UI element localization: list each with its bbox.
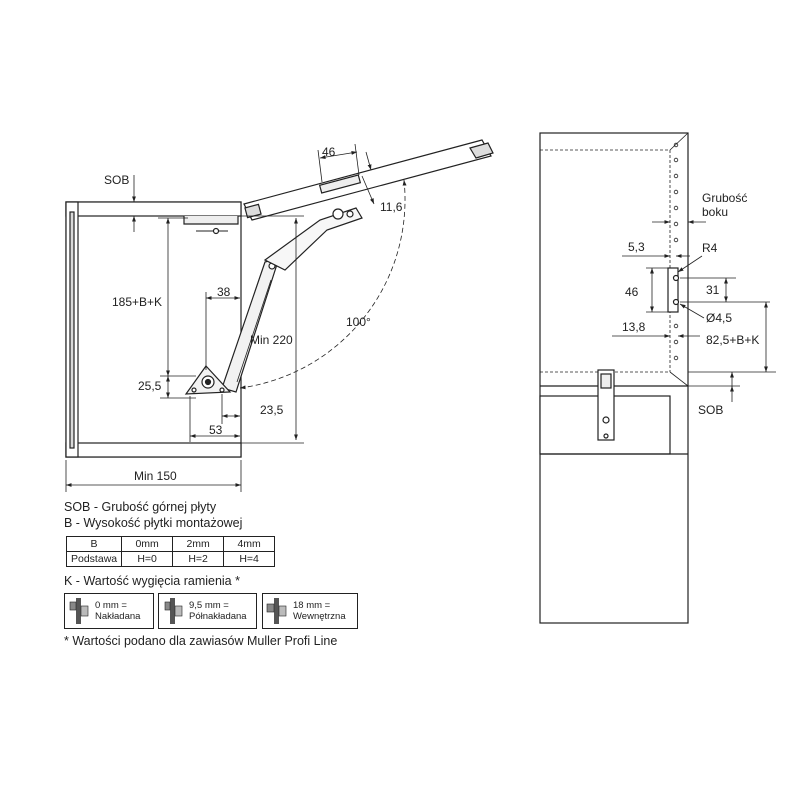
footnote: * Wartości podano dla zawiasów Muller Pr…: [64, 634, 338, 648]
legend-sob: SOB - Grubość górnej płyty: [64, 500, 217, 514]
overlay-hinge-icon: [69, 598, 89, 624]
legend-b: B - Wysokość płytki montażowej: [64, 516, 243, 530]
dim-38: 38: [217, 285, 231, 299]
dim-46-side: 46: [625, 285, 639, 299]
bottom-panel: [65, 442, 242, 458]
dim-23-5: 23,5: [260, 403, 284, 417]
dim-13-8: 13,8: [622, 320, 646, 334]
k-option-inset: 18 mm =Wewnętrzna: [262, 593, 358, 629]
hinge-plate-side: [667, 267, 679, 313]
table-row: Podstawa H=0 H=2 H=4: [65, 551, 276, 567]
dim-5-3: 5,3: [628, 240, 645, 254]
dim-grubosc-boku-2: boku: [702, 205, 728, 219]
dim-min-220: Min 220: [250, 333, 293, 347]
top-panel: [65, 201, 242, 217]
b-height-table: B 0mm 2mm 4mm Podstawa H=0 H=2 H=4: [65, 536, 276, 567]
dim-46-top: 46: [322, 145, 336, 159]
table-cell: H=0: [121, 551, 174, 567]
right-dimension-labels: Grubość boku 5,3 R4 46 31 Ø4,5 13,8 82,5…: [622, 191, 759, 417]
table-cell: H=2: [172, 551, 225, 567]
half-overlay-hinge-icon: [164, 598, 183, 624]
table-cell: H=4: [223, 551, 276, 567]
back-panel: [69, 211, 75, 449]
k-option-label: 18 mm =Wewnętrzna: [293, 600, 346, 622]
left-dimension-labels: SOB 46 11,6 185+B+K 38 Min 220 100° 25,5…: [104, 145, 403, 483]
dim-grubosc-boku-1: Grubość: [702, 191, 747, 205]
table-cell: 2mm: [172, 536, 225, 552]
dim-r4: R4: [702, 241, 718, 255]
right-dimensions: [612, 220, 776, 402]
cabinet-front-outline: [539, 132, 689, 624]
dim-53: 53: [209, 423, 223, 437]
k-option-overlay: 0 mm =Nakładana: [64, 593, 154, 629]
k-option-half-overlay: 9,5 mm =Półnakładana: [158, 593, 257, 629]
door-panel: [243, 139, 492, 221]
dim-sob: SOB: [104, 173, 129, 187]
left-dimensions: [65, 143, 407, 492]
k-option-label: 9,5 mm =Półnakładana: [189, 600, 247, 622]
dim-11-6: 11,6: [380, 200, 403, 214]
hinge-mounting-plate: [183, 216, 239, 225]
dim-100-deg: 100°: [346, 315, 371, 329]
side-screw-holes: [673, 142, 679, 361]
table-cell: Podstawa: [65, 551, 123, 567]
dim-31: 31: [706, 283, 720, 297]
dim-25-5: 25,5: [138, 379, 162, 393]
dim-min-150: Min 150: [134, 469, 177, 483]
dim-82-5-b-k: 82,5+B+K: [706, 333, 759, 347]
table-cell: 0mm: [121, 536, 174, 552]
lift-mechanism: [184, 207, 363, 395]
dim-phi-4-5: Ø4,5: [706, 311, 732, 325]
table-header-row: B 0mm 2mm 4mm: [65, 536, 276, 552]
left-cabinet-view: [65, 201, 242, 458]
right-cabinet-view: [539, 132, 689, 624]
cabinet-outline: [65, 201, 242, 458]
legend-k: K - Wartość wygięcia ramienia *: [64, 574, 240, 588]
inset-hinge-icon: [266, 598, 287, 624]
table-cell: B: [65, 536, 123, 552]
gas-strut: [221, 257, 280, 393]
dim-185-b-k: 185+B+K: [112, 295, 162, 309]
open-door: [243, 139, 494, 221]
k-option-label: 0 mm =Nakładana: [95, 600, 141, 622]
dim-sob-right: SOB: [698, 403, 723, 417]
lever-arm: [263, 207, 363, 271]
table-cell: 4mm: [223, 536, 276, 552]
